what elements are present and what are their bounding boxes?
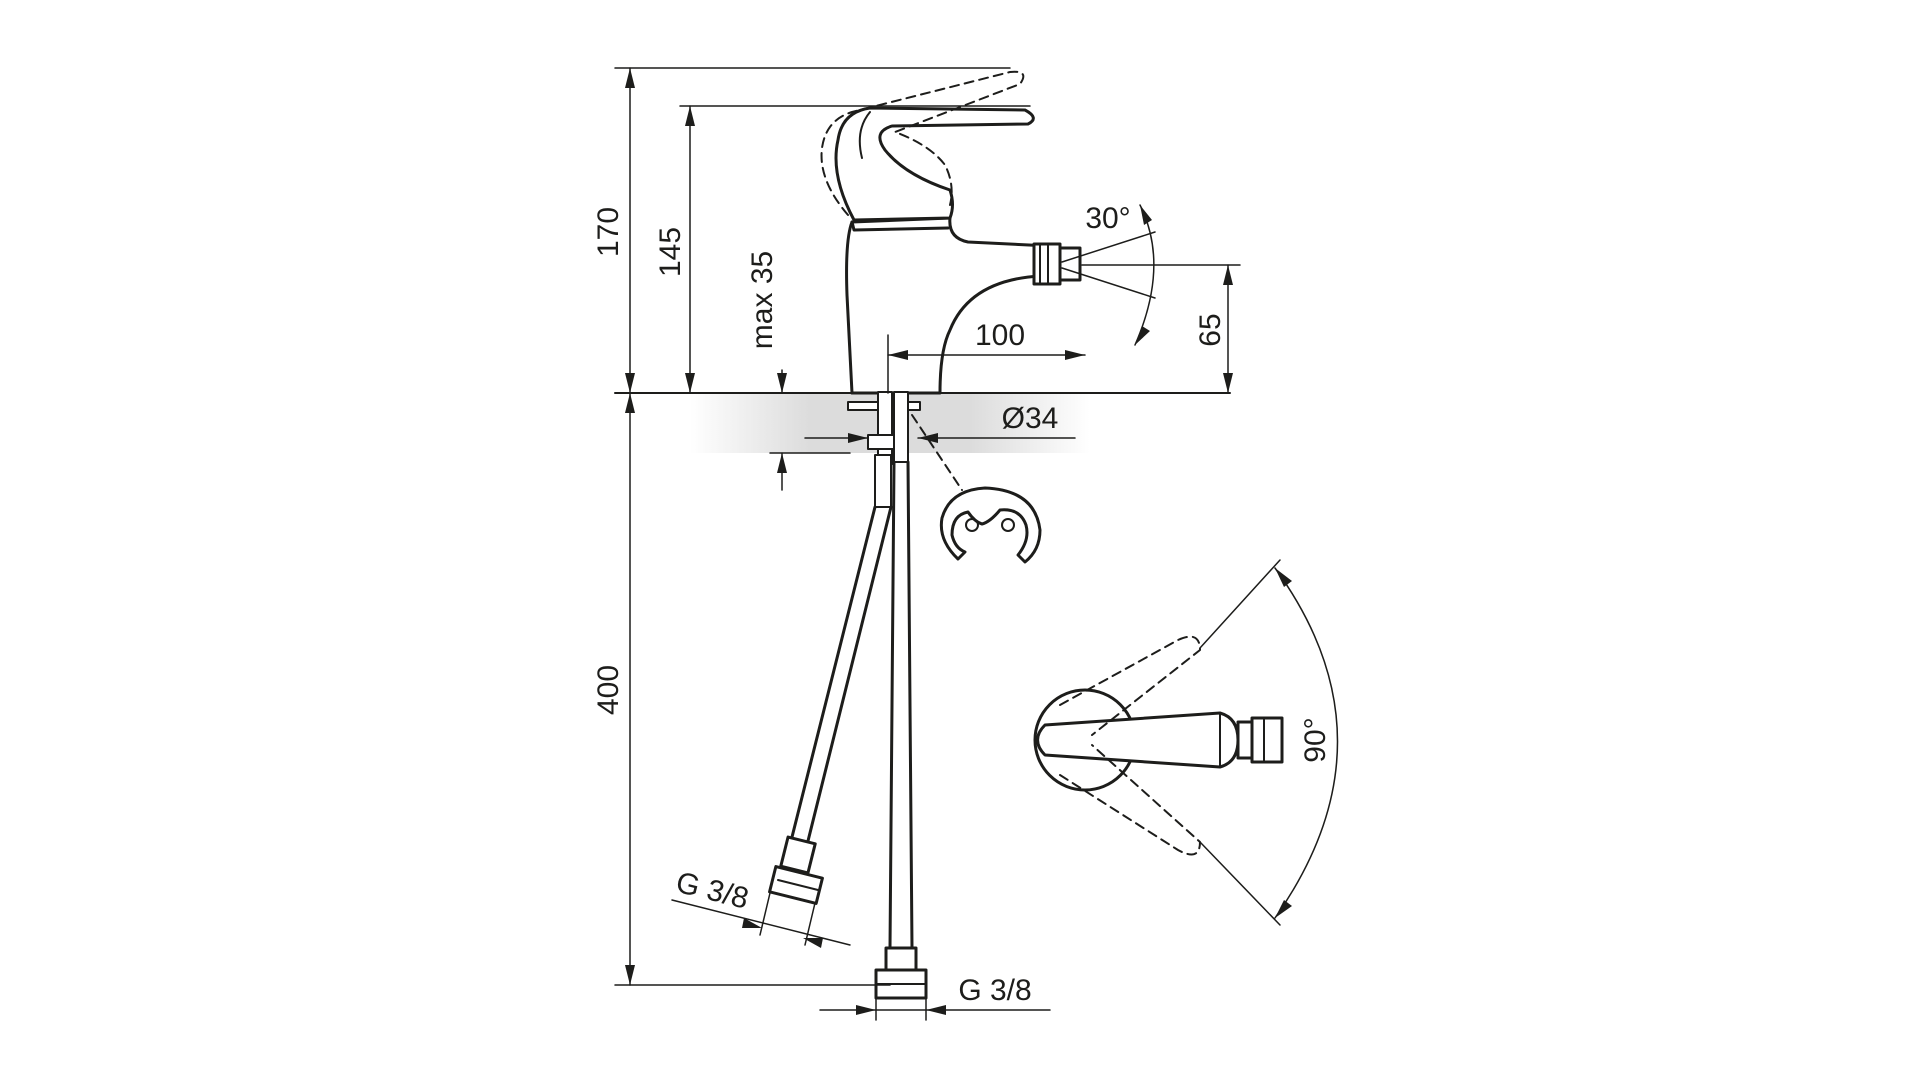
flexible-hoses — [788, 460, 914, 950]
dimension-connector-bottom: G 3/8 — [819, 974, 1051, 1021]
dim-label-max-35: max 35 — [746, 251, 779, 349]
dim-label-145: 145 — [654, 227, 687, 277]
horseshoe-washer — [939, 486, 1042, 564]
mounting-surface — [614, 392, 1231, 453]
dimension-spout-height: 65 — [1081, 264, 1241, 394]
dimension-spout-angle: 30° — [1061, 202, 1156, 346]
dim-label-100: 100 — [975, 319, 1025, 352]
hose-connector-left — [768, 835, 824, 905]
hose-connector-bottom — [874, 946, 928, 1000]
dim-label-g38-left: G 3/8 — [673, 866, 752, 916]
dim-label-90-deg: 90° — [1299, 717, 1332, 762]
dim-label-g38-bottom: G 3/8 — [958, 974, 1031, 1007]
top-view: 90° — [1033, 559, 1339, 926]
dimension-height-total: 170 — [592, 67, 1011, 394]
dimension-hose-length: 400 — [592, 392, 891, 986]
dimension-max-thickness: max 35 — [746, 251, 851, 491]
dim-label-170: 170 — [592, 207, 625, 257]
faucet-lever-alternate — [820, 70, 1025, 216]
dim-label-65: 65 — [1194, 313, 1227, 346]
dimension-height-lever: 145 — [654, 105, 1031, 394]
dim-label-30-deg: 30° — [1085, 202, 1130, 235]
dimension-spout-reach: 100 — [887, 319, 1086, 394]
faucet-lever — [834, 106, 1035, 222]
dimension-hole-diameter: Ø34 — [804, 402, 1076, 443]
dim-label-d34: Ø34 — [1002, 402, 1059, 435]
mounting-hardware — [847, 391, 963, 508]
dim-label-400: 400 — [592, 665, 625, 715]
faucet-body — [845, 216, 1082, 395]
